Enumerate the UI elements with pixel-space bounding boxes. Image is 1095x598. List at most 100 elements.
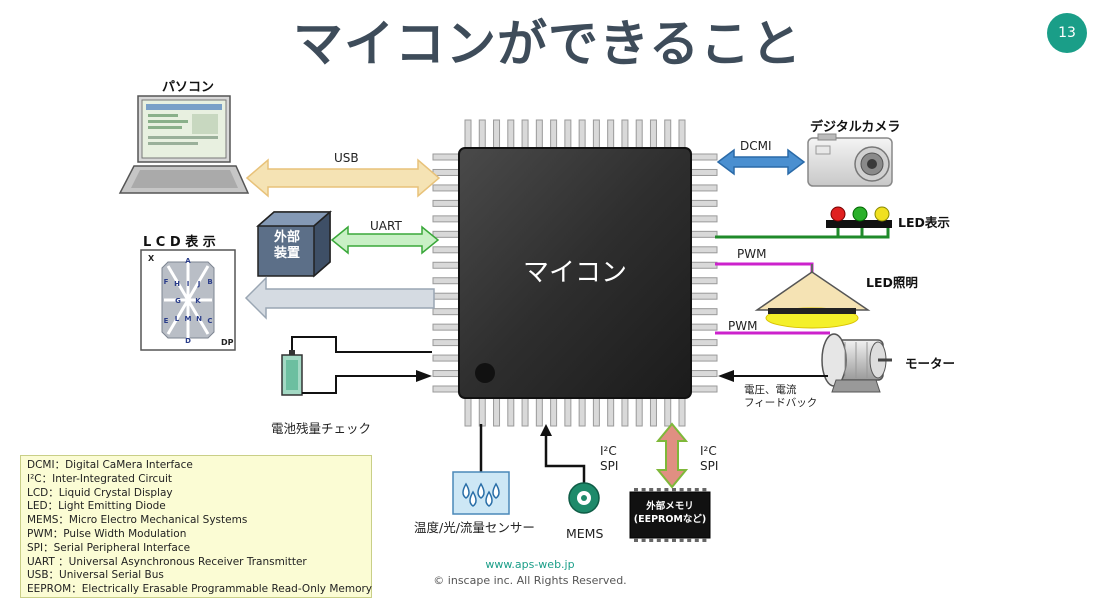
slide-title: マイコンができること — [293, 15, 802, 73]
chip-pin — [690, 168, 718, 176]
led-lighting-label: LED照明 — [866, 275, 918, 290]
chip-pin — [550, 397, 558, 427]
chip-pin — [432, 308, 460, 316]
memory-chip-pin — [694, 488, 699, 492]
memory-arrow — [655, 422, 689, 489]
chip-pin — [535, 397, 543, 427]
page-number-badge: 13 — [1047, 13, 1087, 53]
battery-line-bottom — [302, 375, 416, 394]
footer-copyright: © inscape inc. All Rights Reserved. — [433, 574, 627, 587]
chip-pin — [592, 119, 600, 149]
i2c-spi-left-label: I²C SPI — [600, 444, 619, 473]
legend-item: PWM：Pulse Width Modulation — [27, 527, 187, 540]
feedback-label: 電圧、電流 フィードバック — [744, 384, 818, 409]
pc-label: パソコン — [162, 80, 215, 95]
chip-pin — [432, 385, 460, 393]
lcd-segment-label: J — [197, 280, 201, 288]
chip-pin — [535, 119, 543, 149]
lcd-corner-dp: DP — [221, 338, 234, 347]
chip-pin — [432, 230, 460, 238]
lcd-display-label: L C D 表 示 — [143, 235, 216, 250]
lcd-segment-label: G — [175, 297, 181, 305]
chip-pin — [493, 397, 501, 427]
memory-chip-pin — [702, 488, 707, 492]
chip-pin — [578, 397, 586, 427]
uart-arrow — [330, 225, 440, 255]
memory-chip-pin — [687, 488, 692, 492]
chip-pin — [432, 153, 460, 161]
memory-chip-pin — [656, 488, 661, 492]
chip-pin — [635, 397, 643, 427]
sensor-label: 温度/光/流量センサー — [414, 520, 535, 535]
footer-url: www.aps-web.jp — [485, 558, 575, 571]
external-device-icon — [256, 210, 332, 278]
memory-chip-pin — [672, 538, 676, 542]
memory-chip-pin — [641, 488, 646, 492]
abbreviation-legend: DCMI：Digital CaMera Interface I²C：Inter-… — [20, 455, 372, 598]
pwm-top-label: PWM — [737, 247, 767, 261]
chip-pin — [690, 277, 718, 285]
led-lighting-icon — [754, 264, 871, 329]
memory-chip-pin — [694, 538, 699, 542]
chip-pin — [678, 119, 686, 149]
memory-chip-pin — [672, 488, 676, 492]
chip-pin — [432, 292, 460, 300]
chip-label: マイコン — [522, 258, 627, 288]
dcmi-arrow — [716, 148, 806, 176]
chip-pin — [521, 119, 529, 149]
memory-chip-pin — [634, 488, 638, 492]
led-display-label: LED表示 — [898, 215, 950, 230]
lcd-output-arrow — [244, 276, 435, 320]
chip-pin — [478, 119, 486, 149]
chip-pin — [621, 397, 629, 427]
chip-pin — [690, 261, 718, 269]
chip-pin — [678, 397, 686, 427]
pwm-bottom-label: PWM — [728, 319, 758, 333]
legend-item: LED：Light Emitting Diode — [27, 500, 166, 513]
lcd-segment-label: M — [185, 315, 192, 323]
chip-pin — [478, 397, 486, 427]
chip-pin — [621, 119, 629, 149]
battery-check-label: 電池残量チェック — [271, 421, 372, 436]
uart-label: UART — [370, 219, 402, 233]
chip-pin — [432, 277, 460, 285]
led-indicator-icons — [826, 206, 892, 228]
memory-chip-pin — [664, 538, 669, 542]
mems-icon — [568, 482, 600, 514]
memory-chip-pin — [634, 538, 638, 542]
chip-pin — [432, 354, 460, 362]
chip-pin — [432, 261, 460, 269]
chip-pin — [690, 354, 718, 362]
chip-pin — [664, 397, 672, 427]
memory-chip-pin — [702, 538, 707, 542]
chip-pin — [550, 119, 558, 149]
legend-item: DCMI：Digital CaMera Interface — [27, 459, 193, 471]
sensor-icon — [452, 471, 510, 515]
chip-pin — [664, 119, 672, 149]
memory-chip-pin — [641, 538, 646, 542]
legend-item: SPI：Serial Peripheral Interface — [27, 541, 191, 554]
chip-pin — [432, 246, 460, 254]
legend-item: EEPROM：Electrically Erasable Programmabl… — [27, 583, 373, 596]
memory-chip-pin — [679, 488, 684, 492]
memory-chip-pin — [664, 488, 669, 492]
mems-line — [544, 432, 586, 484]
chip-pin — [507, 397, 515, 427]
legend-item: I²C：Inter-Integrated Circuit — [27, 472, 173, 485]
lcd-segment-gaps — [164, 262, 212, 338]
chip-pin — [464, 397, 472, 427]
memory-chip-pin — [687, 538, 692, 542]
chip-pin — [690, 230, 718, 238]
memory-chip-pin — [649, 488, 654, 492]
external-memory-chip — [629, 488, 711, 542]
external-device-label: 外部 装置 — [273, 230, 300, 261]
lcd-segment-label: B — [207, 278, 212, 286]
dcmi-label: DCMI — [740, 139, 772, 153]
chip-pin — [690, 292, 718, 300]
battery-icon — [281, 350, 303, 396]
chip-pin — [578, 119, 586, 149]
chip-pin — [464, 119, 472, 149]
chip-pin — [432, 168, 460, 176]
chip-pin — [690, 199, 718, 207]
legend-item: LCD：Liquid Crystal Display — [27, 486, 173, 499]
